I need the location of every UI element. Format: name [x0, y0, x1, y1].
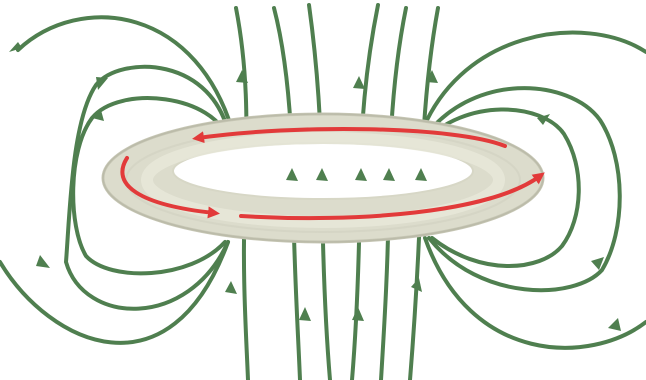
current-loop-magnetic-field-diagram — [0, 0, 646, 380]
diagram-canvas — [0, 0, 646, 380]
